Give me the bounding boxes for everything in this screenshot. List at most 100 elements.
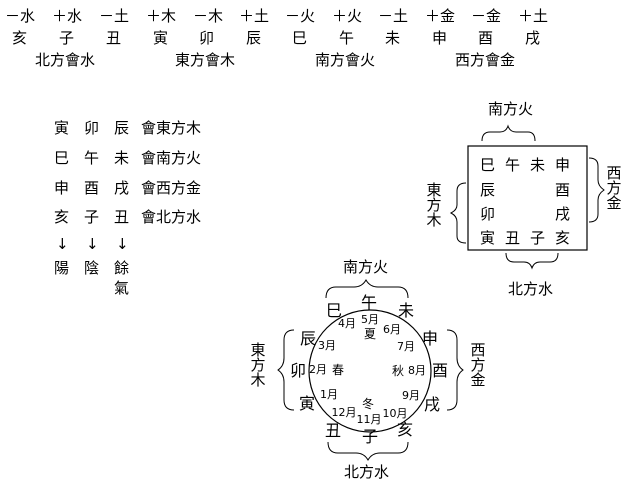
sign-cell: ＋水 [52, 7, 83, 25]
square-cell: 戌 [555, 205, 571, 223]
square-south-brace [481, 124, 536, 142]
branch-wei: 未 [397, 301, 415, 320]
branch-cell: 未 [385, 29, 401, 47]
group-label: 東方會木 [175, 51, 236, 69]
branch-cell: 卯 [199, 29, 215, 47]
sign-cell: －土 [378, 7, 409, 25]
branch-cell: 巳 [292, 29, 308, 47]
branch-cell: 午 [339, 29, 355, 47]
circle-south-label: 南方火 [343, 258, 389, 276]
group-label: 南方會火 [315, 51, 376, 69]
square-north-brace [505, 252, 559, 270]
month-11: 11月 [356, 413, 382, 426]
group-label: 北方會水 [35, 51, 96, 69]
branch-you: 酉 [431, 361, 449, 380]
branch-cell: 酉 [478, 29, 494, 47]
branch-si: 巳 [325, 301, 343, 320]
left-cell: 亥 [54, 208, 70, 226]
yin-label: 陰 [84, 259, 100, 277]
branch-cell: 戌 [525, 29, 541, 47]
square-cell: 午 [505, 156, 521, 174]
residual-label-qi: 氣 [114, 279, 130, 297]
residual-label: 餘 [114, 259, 130, 277]
sign-cell: ＋土 [239, 7, 270, 25]
sign-cell: ＋木 [146, 7, 177, 25]
circle-east-brace [277, 329, 295, 411]
square-south-label: 南方火 [488, 100, 534, 118]
month-7: 7月 [397, 340, 415, 353]
branch-hai: 亥 [396, 420, 414, 439]
circle-north-label: 北方水 [344, 463, 390, 481]
left-cell: 子 [84, 208, 100, 226]
left-cell: 卯 [84, 119, 100, 137]
left-cell: 戌 [114, 179, 130, 197]
square-west-brace [588, 157, 605, 223]
season-summer: 夏 [363, 327, 377, 341]
branch-shen: 申 [421, 329, 439, 348]
month-10: 10月 [382, 407, 408, 420]
square-cell: 寅 [480, 229, 496, 247]
circle-south-brace [325, 278, 409, 299]
month-4: 4月 [338, 317, 356, 330]
month-8: 8月 [408, 364, 426, 377]
square-cell: 辰 [480, 181, 496, 199]
down-arrow-icon: ↓ [116, 235, 129, 253]
left-cell: 會北方水 [141, 208, 202, 226]
month-9: 9月 [402, 389, 420, 402]
sign-cell: －土 [99, 7, 130, 25]
branch-wu: 午 [360, 293, 378, 312]
left-cell: 午 [84, 149, 100, 167]
branch-chen: 辰 [299, 329, 317, 348]
season-autumn: 秋 [391, 364, 405, 378]
square-cell: 未 [530, 156, 546, 174]
square-cell: 子 [530, 229, 546, 247]
branch-cell: 申 [432, 29, 448, 47]
square-cell: 申 [555, 156, 571, 174]
sign-cell: －金 [471, 7, 502, 25]
square-east-brace [449, 182, 467, 244]
sign-cell: －水 [5, 7, 36, 25]
left-cell: 巳 [54, 149, 70, 167]
season-winter: 冬 [361, 397, 375, 411]
sign-cell: －木 [193, 7, 224, 25]
sign-cell: ＋金 [425, 7, 456, 25]
month-2: 2月 [309, 363, 327, 376]
square-frame [467, 145, 588, 251]
group-label: 西方會金 [455, 51, 516, 69]
left-cell: 丑 [114, 208, 130, 226]
month-12: 12月 [331, 406, 357, 419]
month-3: 3月 [318, 339, 336, 352]
yang-label: 陽 [54, 259, 70, 277]
left-cell: 會西方金 [141, 179, 202, 197]
branch-cell: 寅 [153, 29, 169, 47]
month-6: 6月 [383, 323, 401, 336]
circle-north-brace [327, 441, 409, 462]
down-arrow-icon: ↓ [56, 235, 69, 253]
square-west-label: 西方金 [606, 164, 622, 212]
seasons-circle [308, 309, 432, 433]
left-cell: 辰 [114, 119, 130, 137]
branch-zi: 子 [361, 427, 379, 446]
square-east-label: 東方木 [426, 181, 442, 229]
branch-cell: 丑 [106, 29, 122, 47]
branch-cell: 辰 [246, 29, 262, 47]
square-cell: 亥 [555, 229, 571, 247]
circle-west-label: 西方金 [470, 341, 486, 389]
square-cell: 酉 [555, 181, 571, 199]
branch-cell: 子 [59, 29, 75, 47]
branch-cell: 亥 [12, 29, 28, 47]
season-spring: 春 [331, 363, 345, 377]
month-1: 1月 [320, 388, 338, 401]
circle-west-brace [446, 329, 464, 411]
square-cell: 巳 [480, 156, 496, 174]
square-north-label: 北方水 [508, 280, 554, 298]
branch-xu: 戌 [423, 395, 441, 414]
left-cell: 寅 [54, 119, 70, 137]
square-cell: 卯 [480, 205, 496, 223]
sign-cell: －火 [285, 7, 316, 25]
left-cell: 會南方火 [141, 149, 202, 167]
branch-yin: 寅 [298, 394, 316, 413]
left-cell: 會東方木 [141, 119, 202, 137]
square-cell: 丑 [505, 229, 521, 247]
